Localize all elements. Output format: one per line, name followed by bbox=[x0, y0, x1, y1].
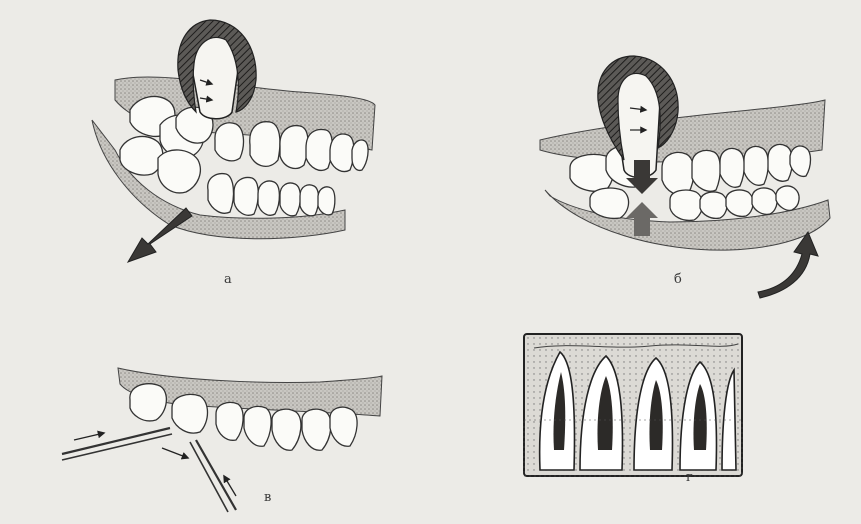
instrument-left-lower bbox=[62, 434, 172, 460]
caption-b: б bbox=[674, 272, 682, 287]
caption-g: г bbox=[686, 470, 693, 485]
instrument-right-outer bbox=[190, 442, 228, 512]
panel-a-illustration bbox=[0, 0, 430, 300]
direction-arrow bbox=[74, 433, 104, 440]
lower-teeth bbox=[208, 174, 335, 216]
direction-arrow bbox=[162, 448, 188, 458]
caption-a: а bbox=[224, 272, 232, 287]
instrument-left-upper bbox=[62, 428, 170, 454]
panel-a-finger-pressure: а bbox=[0, 0, 430, 300]
panel-b-illustration bbox=[430, 0, 861, 300]
panel-g-cross-section: г bbox=[430, 300, 861, 524]
panel-v-instruments: в bbox=[0, 300, 430, 524]
panel-v-illustration bbox=[0, 300, 430, 524]
caption-v: в bbox=[264, 490, 271, 505]
panel-b-finger-pressure: б bbox=[430, 0, 861, 300]
panel-g-illustration bbox=[430, 300, 861, 524]
instrument-right bbox=[196, 440, 236, 510]
